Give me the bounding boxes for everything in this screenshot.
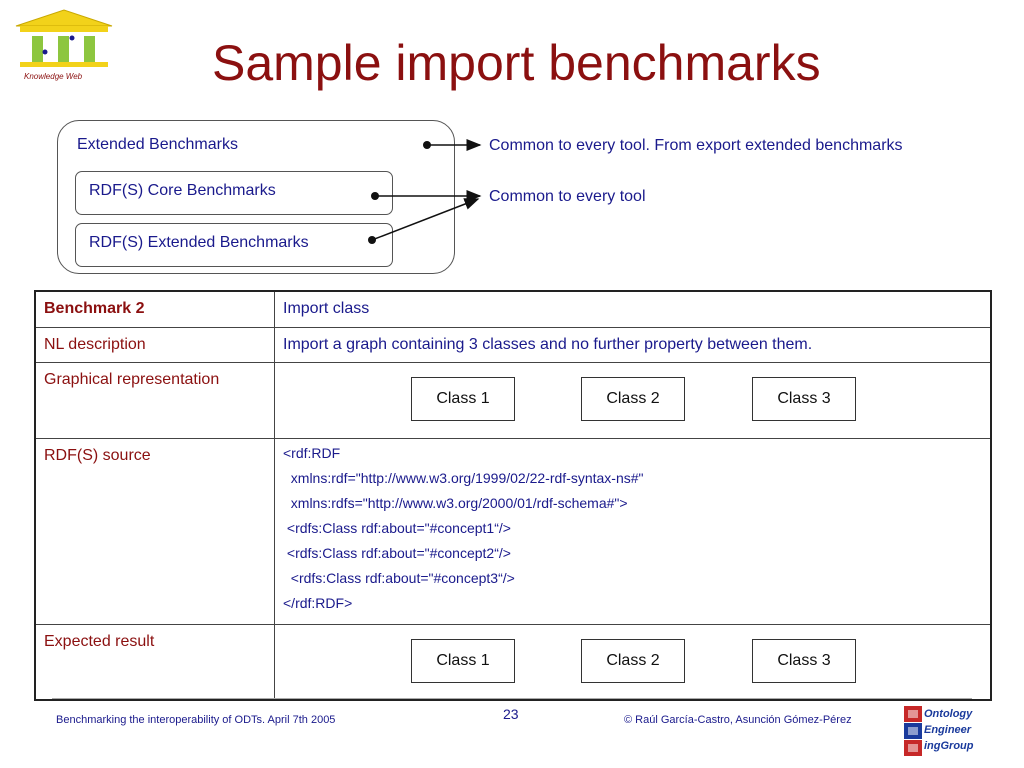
row-label-nl-description: NL description	[34, 326, 275, 363]
page-title: Sample import benchmarks	[212, 35, 821, 91]
extended-rdfs-benchmarks-box: RDF(S) Extended Benchmarks	[75, 223, 393, 267]
footer-divider	[52, 698, 972, 699]
row-label-benchmark: Benchmark 2	[34, 290, 275, 328]
footer-copyright: © Raúl García-Castro, Asunción Gómez-Pér…	[624, 714, 852, 726]
footer-left-text: Benchmarking the interoperability of ODT…	[56, 714, 336, 726]
arrow-rdfs-extended	[371, 198, 480, 241]
row-label-rdfs-source: RDF(S) source	[34, 437, 275, 625]
expected-result-cell: Class 1 Class 2 Class 3	[274, 623, 992, 701]
row-label-expected-result: Expected result	[34, 623, 275, 701]
diagram-arrows	[368, 139, 482, 244]
rdfs-source-cell: <rdf:RDF xmlns:rdf="http://www.w3.org/19…	[274, 437, 992, 625]
table-row: Graphical representation Class 1 Class 2…	[34, 361, 992, 439]
class-box: Class 1	[411, 638, 515, 683]
source-line: xmlns:rdf="http://www.w3.org/1999/02/22-…	[283, 469, 644, 486]
source-line: <rdf:RDF	[283, 444, 341, 461]
row-value-benchmark: Import class	[274, 290, 992, 328]
side-label-extended: Common to every tool. From export extend…	[489, 137, 903, 154]
source-line: <rdfs:Class rdf:about="#concept2“/>	[283, 544, 511, 561]
core-benchmarks-box: RDF(S) Core Benchmarks	[75, 171, 393, 215]
class-box: Class 3	[752, 638, 856, 683]
extended-benchmarks-label: Extended Benchmarks	[77, 136, 238, 153]
core-benchmarks-label: RDF(S) Core Benchmarks	[89, 182, 276, 199]
source-line: <rdfs:Class rdf:about="#concept3“/>	[283, 569, 515, 586]
oeg-logo-line: Engineer	[924, 724, 972, 736]
table-row: NL description Import a graph containing…	[34, 326, 992, 363]
table-row: Benchmark 2 Import class	[34, 290, 992, 328]
oeg-logo-line: ingGroup	[924, 740, 974, 752]
logo-text: Knowledge Web	[24, 72, 83, 81]
class-box: Class 1	[411, 376, 515, 421]
class-box: Class 2	[581, 638, 685, 683]
row-value-nl-description: Import a graph containing 3 classes and …	[274, 326, 992, 363]
source-line: <rdfs:Class rdf:about="#concept1“/>	[283, 519, 511, 536]
oeg-logo-line: Ontology	[924, 708, 973, 720]
class-box: Class 2	[581, 376, 685, 421]
class-box: Class 3	[752, 376, 856, 421]
graphical-representation-cell: Class 1 Class 2 Class 3	[274, 361, 992, 439]
source-line: </rdf:RDF>	[283, 594, 353, 611]
knowledge-web-logo	[12, 8, 116, 82]
page-number: 23	[503, 706, 519, 722]
extended-rdfs-benchmarks-label: RDF(S) Extended Benchmarks	[89, 234, 309, 251]
row-label-graphical: Graphical representation	[34, 361, 275, 439]
extended-benchmarks-box: Extended Benchmarks RDF(S) Core Benchmar…	[57, 120, 455, 274]
benchmark-table: Benchmark 2 Import class NL description …	[34, 290, 992, 701]
oeg-logo-icon	[904, 706, 922, 756]
oeg-logo: Ontology Engineer ingGroup	[904, 706, 974, 756]
source-line: xmlns:rdfs="http://www.w3.org/2000/01/rd…	[283, 494, 628, 511]
table-row: RDF(S) source <rdf:RDF xmlns:rdf="http:/…	[34, 437, 992, 625]
table-row: Expected result Class 1 Class 2 Class 3	[34, 623, 992, 701]
side-label-common: Common to every tool	[489, 188, 646, 205]
temple-icon	[15, 9, 113, 67]
